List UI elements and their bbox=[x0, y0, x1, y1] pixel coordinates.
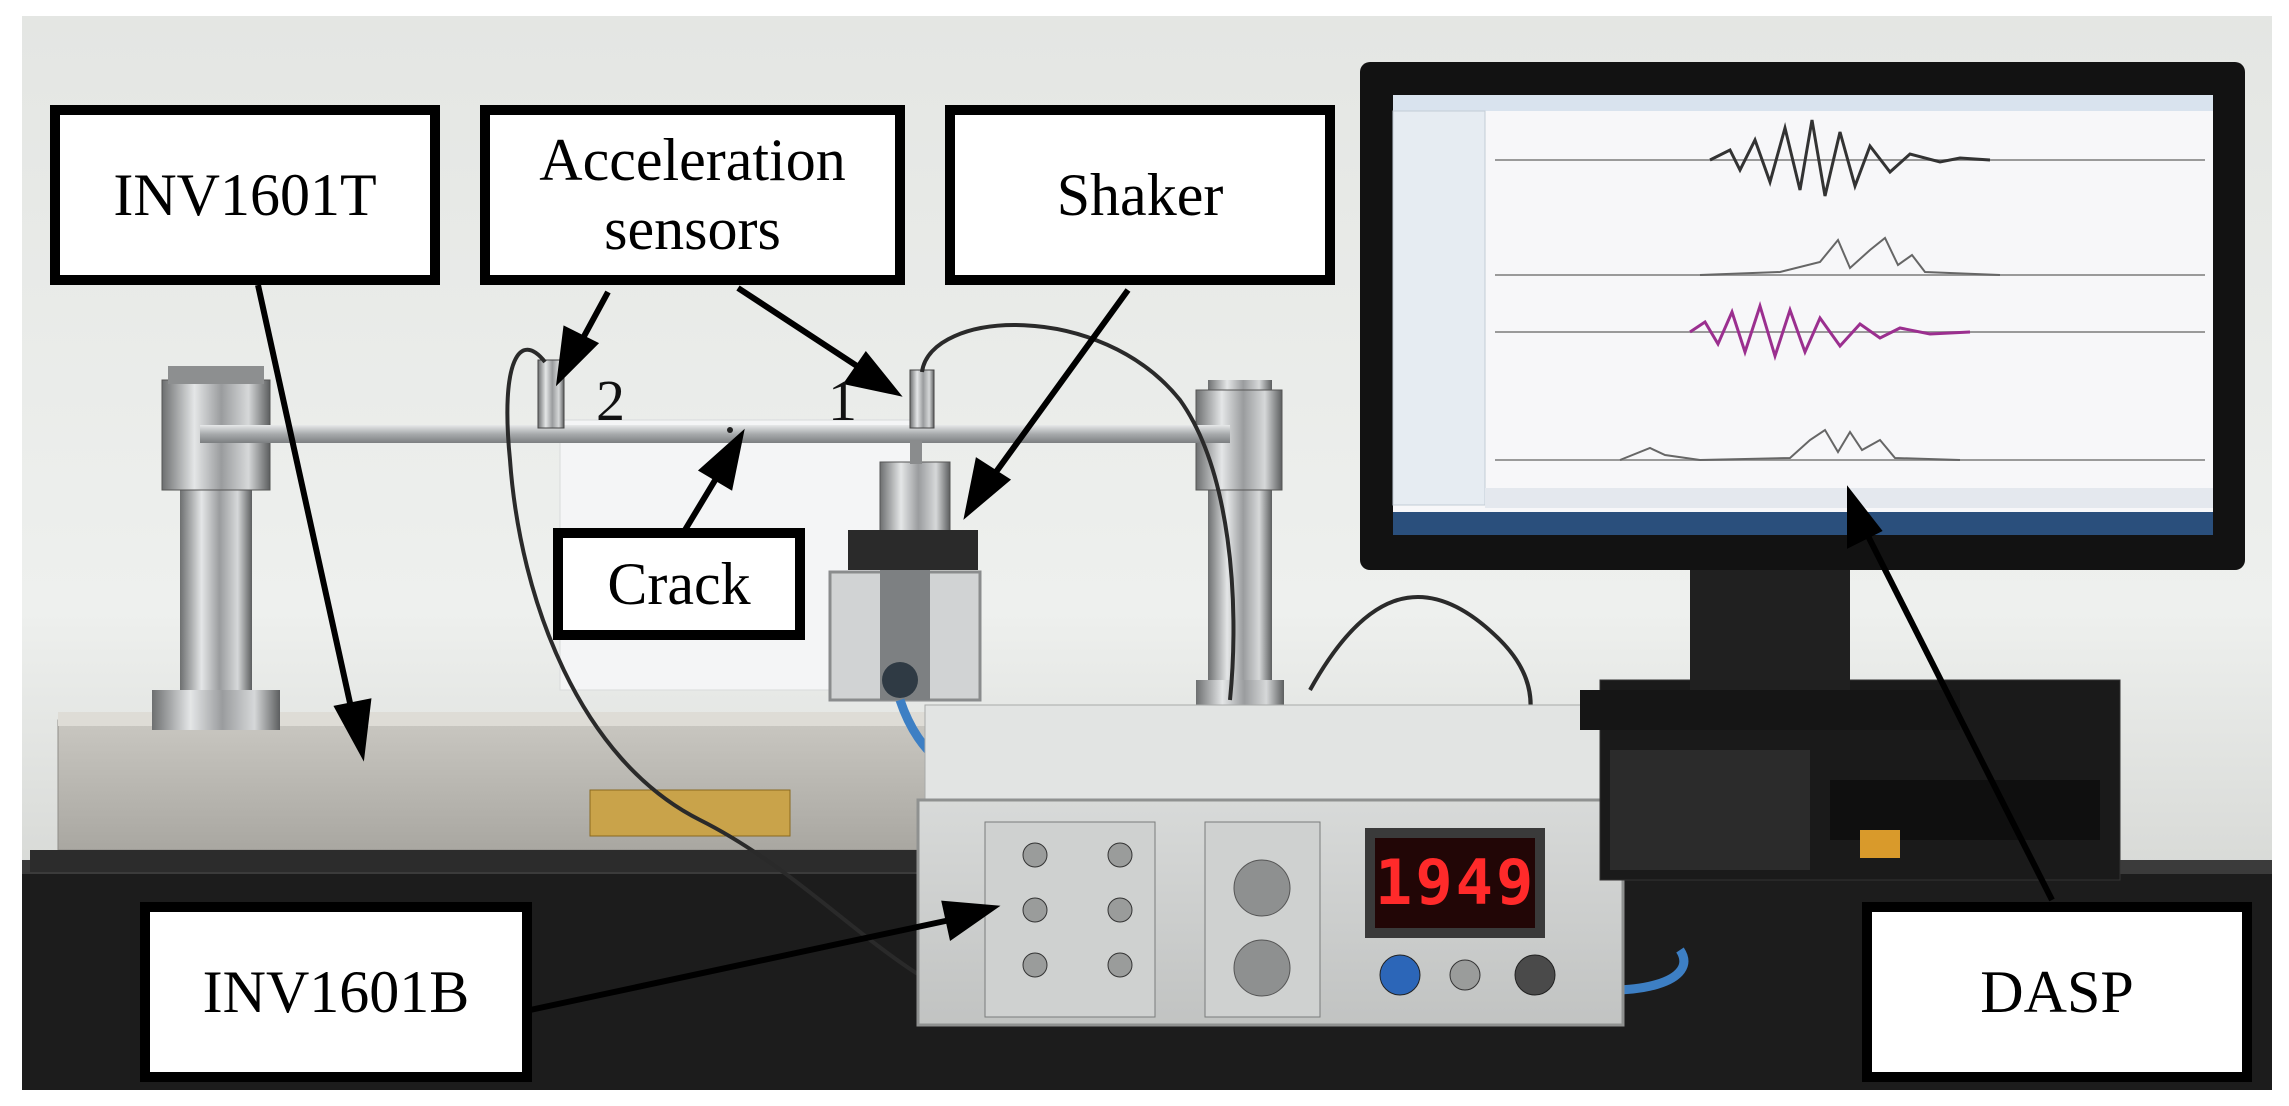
screen-sidebar bbox=[1392, 110, 1486, 506]
arrow-sensor-1 bbox=[736, 285, 903, 397]
device-bnc-5 bbox=[1022, 952, 1048, 978]
crack-mark bbox=[727, 427, 733, 433]
callout-acceleration-sensors: Acceleration sensors bbox=[480, 105, 905, 285]
callout-inv1601b: INV1601B bbox=[140, 902, 532, 1082]
arrow-dasp bbox=[1847, 485, 2055, 902]
device-bnc-3 bbox=[1022, 897, 1048, 923]
trace-4-spectrum bbox=[1619, 428, 1961, 462]
left-column-foot bbox=[152, 690, 280, 730]
rig-base-shadow bbox=[30, 850, 1180, 872]
device-output-bnc bbox=[1449, 959, 1481, 991]
cantilever-beam bbox=[200, 425, 1230, 443]
pc-tower-grille bbox=[1610, 750, 1810, 870]
arrow-inv1601t bbox=[255, 284, 372, 762]
device-knob-2 bbox=[1233, 939, 1291, 997]
device-top bbox=[924, 704, 1621, 806]
sensor-number-1: 1 bbox=[828, 368, 857, 433]
monitor-stand-base bbox=[1580, 690, 1960, 730]
callout-crack: Crack bbox=[553, 528, 805, 640]
device-bnc-2 bbox=[1107, 842, 1133, 868]
shaker bbox=[828, 440, 982, 702]
device-display-readout: 1949 bbox=[1375, 838, 1535, 928]
trace-2-spectrum bbox=[1699, 236, 2001, 276]
rig-base-top bbox=[58, 712, 1168, 726]
leader-arrows bbox=[255, 284, 2055, 1013]
callout-inv1601t: INV1601T bbox=[50, 105, 440, 285]
arrow-sensor-2 bbox=[555, 290, 611, 387]
usb-key bbox=[1860, 830, 1900, 858]
arrow-shaker bbox=[963, 288, 1131, 520]
device-blue-knob bbox=[1379, 954, 1421, 996]
arrow-crack bbox=[682, 428, 745, 532]
monitor bbox=[1360, 62, 2245, 730]
device-bnc-4 bbox=[1107, 897, 1133, 923]
screen-taskbar bbox=[1393, 512, 2213, 535]
callout-dasp: DASP bbox=[1862, 902, 2252, 1082]
inv1601b-device bbox=[916, 704, 1625, 1027]
shaker-clamp bbox=[848, 530, 978, 570]
sensor-1-body bbox=[909, 369, 935, 429]
sensor-number-2: 2 bbox=[596, 368, 625, 433]
trace-1-burst bbox=[1709, 119, 1991, 197]
left-clamp-cap bbox=[168, 366, 264, 384]
acceleration-sensors bbox=[537, 359, 935, 429]
trace-3-burst bbox=[1689, 300, 1971, 362]
sensor-1-cable bbox=[920, 323, 1236, 701]
callout-shaker: Shaker bbox=[945, 105, 1335, 285]
screen-titlebar bbox=[1393, 95, 2213, 111]
arrow-inv1601b bbox=[529, 900, 1001, 1013]
device-bnc-6 bbox=[1107, 952, 1133, 978]
shaker-connector bbox=[882, 662, 918, 698]
device-knob-1 bbox=[1233, 859, 1291, 917]
device-power-socket bbox=[1514, 954, 1556, 996]
screen-plot-area bbox=[1495, 119, 2205, 462]
shaker-stinger bbox=[910, 440, 922, 464]
device-bnc-1 bbox=[1022, 842, 1048, 868]
